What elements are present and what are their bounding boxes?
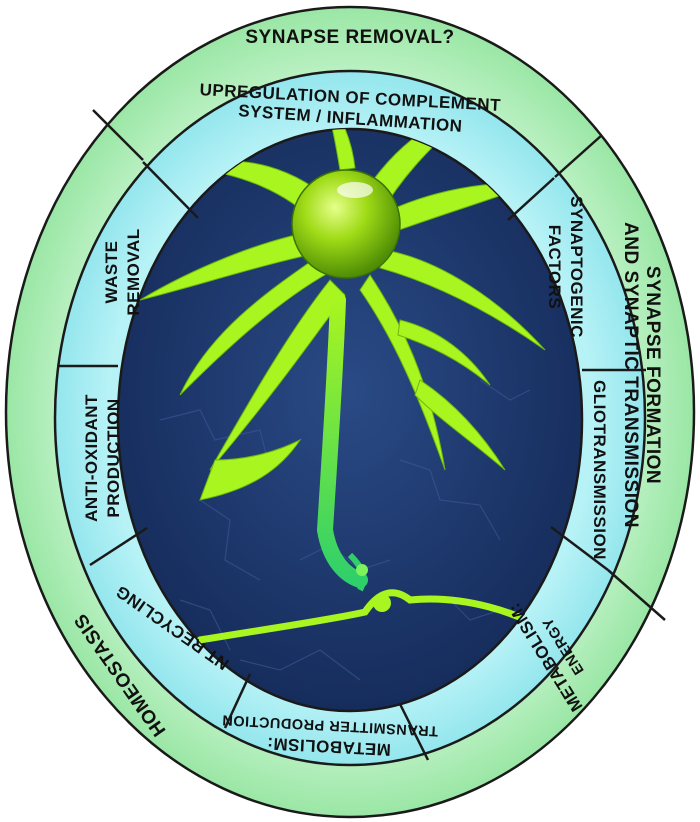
inner-ring-dividers <box>57 161 646 761</box>
inner-label-right-lower: GLIOTRANSMISSION <box>590 380 609 560</box>
outer-label-top: SYNAPSE REMOVAL? <box>245 27 454 48</box>
inner-label-left-lower-line1: ANTI-OXIDANT <box>82 394 101 522</box>
inner-label-left-lower-line2: PRODUCTION <box>104 398 123 517</box>
background-texture <box>159 379 531 681</box>
inner-label-right-upper-line1: SYNAPTOGENIC <box>567 196 586 338</box>
outer-ring-dividers <box>92 109 666 621</box>
inner-label-left-upper-line2: REMOVAL <box>124 228 143 315</box>
outer-label-right-line2: AND SYNAPTIC TRANSMISSION <box>620 222 641 528</box>
outer-label-right-line1: SYNAPSE FORMATION <box>642 266 663 484</box>
inner-label-left-upper-line1: WASTE <box>102 241 121 304</box>
inner-label-right-upper-line2: FACTORS <box>545 225 564 309</box>
